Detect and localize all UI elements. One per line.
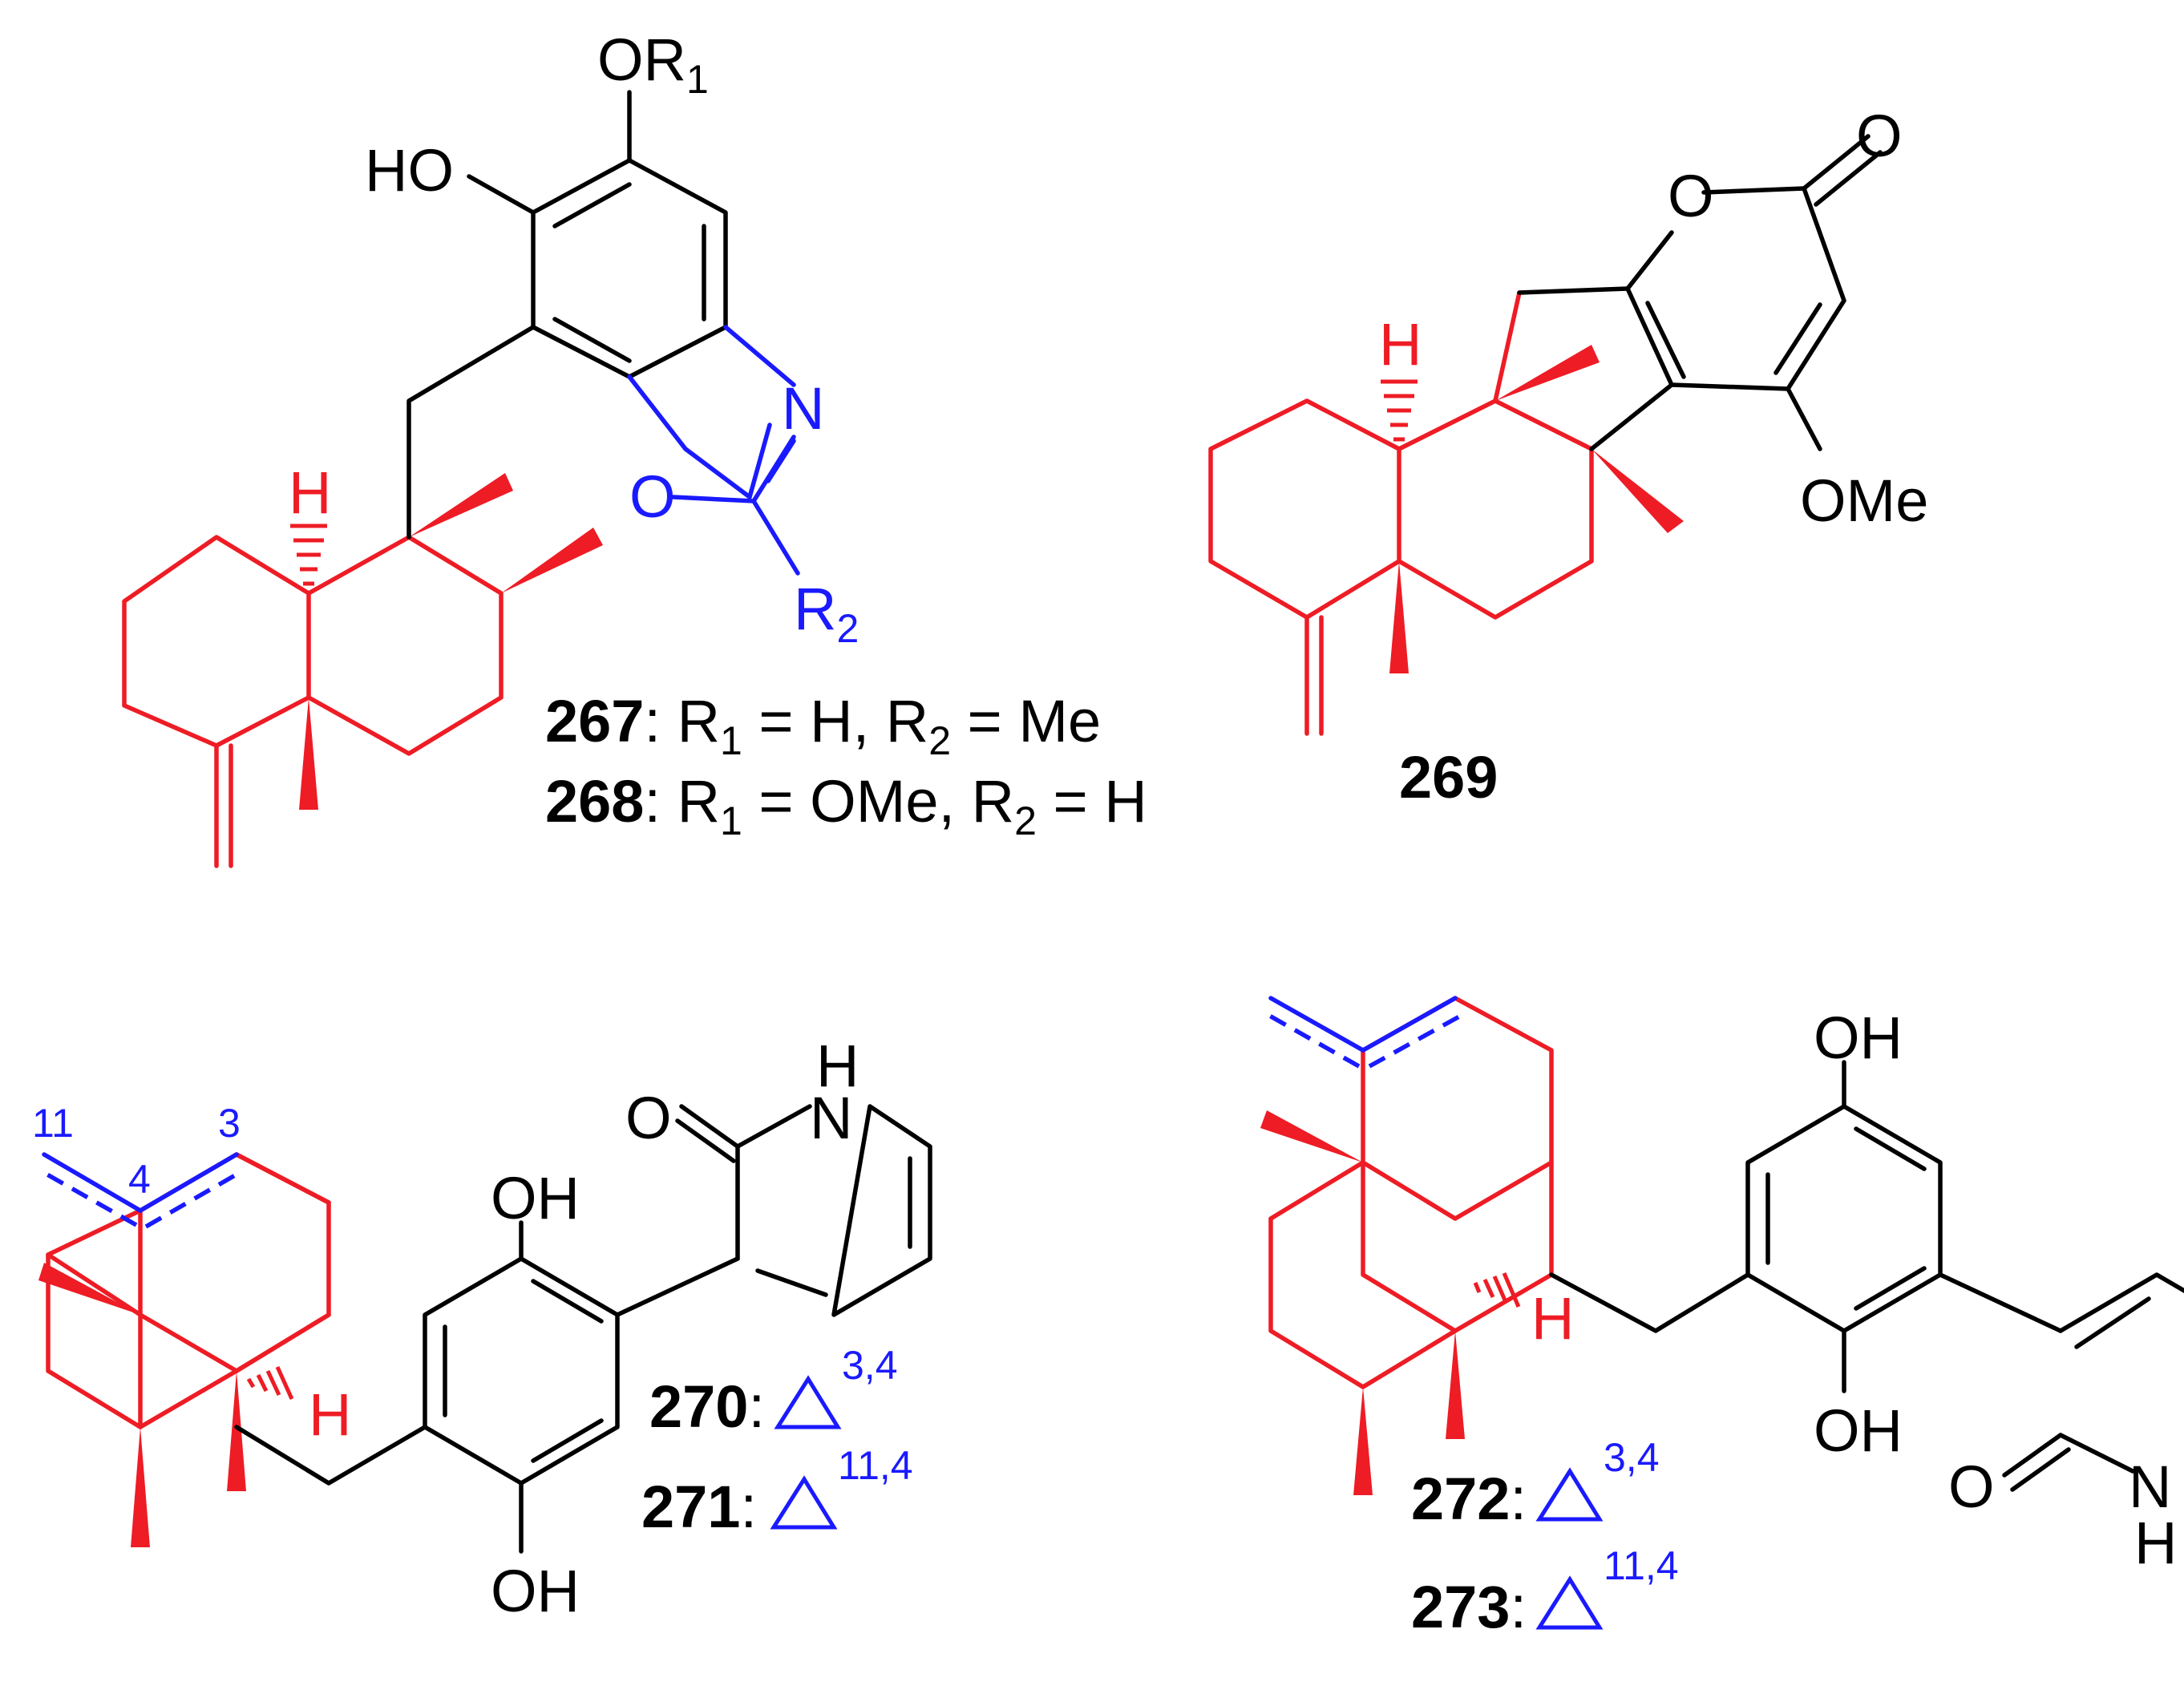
structure-267-268: H HO OR1 N O R2 267: R1 = H, R2 = Me 268… — [122, 26, 1147, 868]
stereo-h-label: H — [309, 1381, 351, 1448]
atom-label-11: 11 — [32, 1101, 74, 1146]
pyridone-o-label: O — [1948, 1453, 1995, 1520]
oxazole-n-label: N — [782, 375, 824, 442]
delta-symbol — [1535, 1467, 1604, 1522]
caption-273: 273: — [1411, 1574, 1527, 1640]
pyridone-n-label: N — [810, 1085, 852, 1151]
caption-270: 270: — [649, 1373, 765, 1440]
oh-top-label: OH — [491, 1165, 580, 1231]
caption-269: 269 — [1399, 744, 1498, 811]
pyridone-o-label: O — [625, 1085, 672, 1151]
or1-label: OR1 — [597, 26, 709, 102]
pyridone-nh-h-label: H — [2134, 1510, 2177, 1576]
caption-271: 271: — [641, 1474, 757, 1540]
caption-268: 268: R1 = OMe, R2 = H — [545, 768, 1147, 843]
caption-267: 267: R1 = H, R2 = Me — [545, 688, 1101, 763]
hashed-bond — [290, 524, 327, 586]
stereo-h-label: H — [289, 459, 331, 526]
oh-bottom-label: OH — [1814, 1397, 1903, 1464]
pyridone-n-label: N — [2129, 1453, 2171, 1520]
oxazole-o-label: O — [629, 463, 676, 530]
r2-label: R2 — [794, 576, 859, 651]
carbonyl-o-label: O — [1856, 103, 1903, 169]
pyranone-ring-o-label: O — [1668, 163, 1714, 229]
delta-symbol — [774, 1375, 842, 1429]
delta-symbol — [770, 1475, 838, 1530]
structure-272-273: H OH OH O N H 272: 3,4 273: 11,4 — [1260, 996, 2184, 1640]
caption-272: 272: — [1411, 1466, 1527, 1532]
atom-label-4: 4 — [128, 1157, 151, 1202]
caption-270-superscript: 3,4 — [842, 1343, 898, 1388]
stereo-h-label: H — [1531, 1285, 1574, 1352]
hashed-bond — [1381, 379, 1418, 442]
oh-bottom-label: OH — [491, 1558, 580, 1624]
atom-label-3: 3 — [218, 1101, 241, 1146]
structure-270-271: H 11 3 4 OH OH O N H 270: 3,4 271: 11,4 — [32, 1033, 932, 1624]
pyridone-nh-h-label: H — [816, 1033, 859, 1099]
stereo-h-label: H — [1379, 311, 1422, 378]
oh-top-label: OH — [1814, 1005, 1903, 1071]
hashed-bond — [1473, 1272, 1521, 1308]
hashed-bond — [246, 1365, 294, 1401]
caption-272-superscript: 3,4 — [1604, 1435, 1660, 1480]
caption-273-superscript: 11,4 — [1604, 1543, 1679, 1588]
ho-label: HO — [365, 137, 454, 204]
ome-label: OMe — [1800, 467, 1928, 534]
delta-symbol — [1535, 1575, 1604, 1630]
caption-271-superscript: 11,4 — [838, 1443, 913, 1488]
structure-269: H O O OMe 269 — [1208, 103, 1928, 811]
